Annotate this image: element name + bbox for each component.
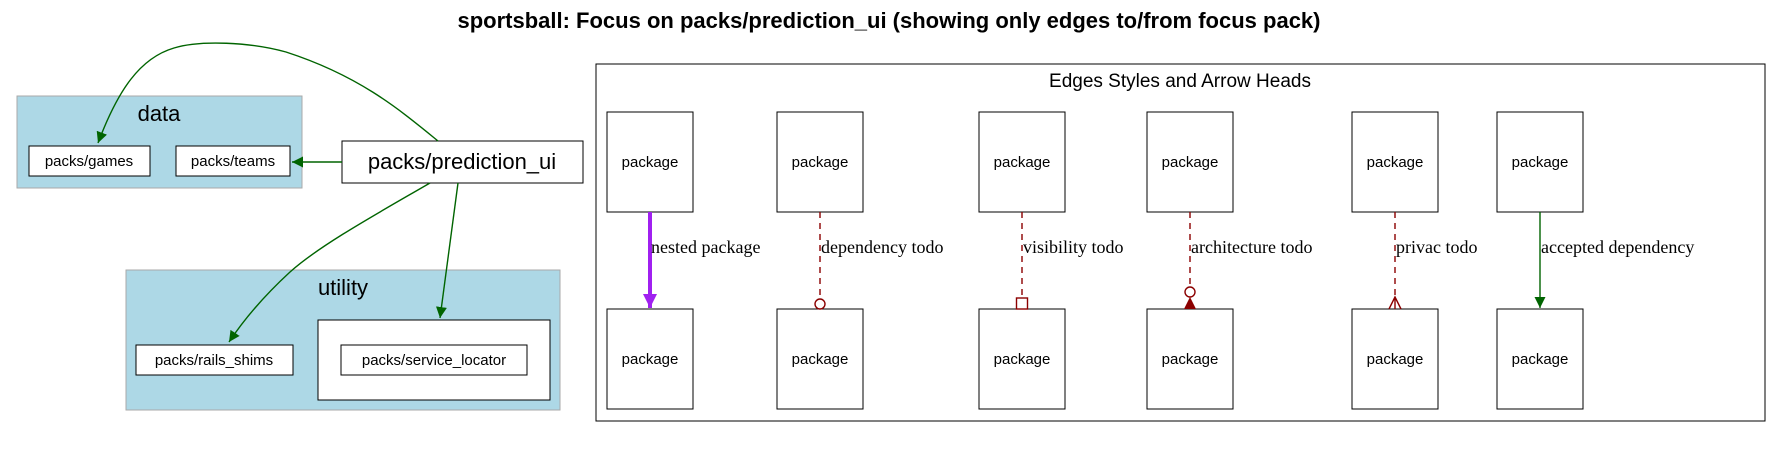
legend-node-top-4: package	[1146, 111, 1234, 213]
legend-cluster: Edges Styles and Arrow Heads	[595, 63, 1766, 422]
legend-node-bottom-2: package	[776, 308, 864, 410]
legend-node-bottom-3-label: package	[994, 351, 1051, 368]
odot-arrowhead-icon	[1184, 286, 1196, 298]
node-packs-prediction-ui[interactable]: packs/prediction_ui	[341, 140, 584, 184]
legend-node-bottom-4: package	[1146, 308, 1234, 410]
legend-node-bottom-4-label: package	[1162, 351, 1219, 368]
legend-edge-5: privac todo	[1388, 212, 1477, 310]
obox-arrowhead-icon	[1015, 297, 1029, 310]
legend-node-bottom-2-label: package	[792, 351, 849, 368]
normal-arrowhead-icon	[1184, 297, 1196, 309]
diagram-title: sportsball: Focus on packs/prediction_ui…	[457, 8, 1320, 33]
legend-edge-6-label: accepted dependency	[1541, 237, 1694, 257]
legend-node-bottom-5-label: package	[1367, 351, 1424, 368]
legend-edge-3: visibility todo	[1015, 212, 1124, 310]
legend-node-top-2-label: package	[792, 154, 849, 171]
legend-edge-1: nested package	[643, 212, 760, 308]
legend-node-top-5: package	[1351, 111, 1439, 213]
node-packs-teams[interactable]: packs/teams	[175, 145, 291, 177]
legend-edge-1-label: nested package	[651, 237, 760, 257]
legend-node-top-5-label: package	[1367, 154, 1424, 171]
node-packs-teams-label: packs/teams	[191, 153, 275, 170]
legend-node-bottom-6: package	[1496, 308, 1584, 410]
edge-prediction-ui-to-service-locator	[436, 182, 459, 319]
edge-prediction-ui-to-games	[96, 42, 439, 144]
legend-edge-2-label: dependency todo	[821, 237, 943, 257]
legend-node-top-3-label: package	[994, 154, 1051, 171]
legend-items: package package nested package package packa…	[606, 111, 1694, 410]
cluster-utility-label: utility	[318, 275, 368, 300]
legend-node-top-1: package	[606, 111, 694, 213]
legend-node-top-4-label: package	[1162, 154, 1219, 171]
node-packs-service-locator-label: packs/service_locator	[362, 352, 506, 369]
node-packs-service-locator[interactable]: packs/service_locator	[340, 344, 528, 376]
cluster-data-label: data	[138, 101, 182, 126]
legend-node-top-3: package	[978, 111, 1066, 213]
node-packs-games[interactable]: packs/games	[28, 145, 151, 177]
legend-node-top-6: package	[1496, 111, 1584, 213]
legend-node-bottom-5: package	[1351, 308, 1439, 410]
legend-node-bottom-1-label: package	[622, 351, 679, 368]
node-packs-rails-shims-label: packs/rails_shims	[155, 352, 273, 369]
legend-edge-4-label: architecture todo	[1191, 237, 1312, 257]
legend-node-bottom-3: package	[978, 308, 1066, 410]
node-packs-rails-shims[interactable]: packs/rails_shims	[135, 344, 294, 376]
odot-arrowhead-icon	[814, 298, 826, 310]
legend-title: Edges Styles and Arrow Heads	[1049, 71, 1311, 92]
legend-node-top-6-label: package	[1512, 154, 1569, 171]
legend-node-top-1-label: package	[622, 154, 679, 171]
legend-edge-3-label: visibility todo	[1023, 237, 1124, 257]
legend-edge-5-label: privac todo	[1396, 237, 1477, 257]
node-packs-games-label: packs/games	[45, 153, 133, 170]
legend-edge-4: architecture todo	[1184, 212, 1312, 309]
legend-node-bottom-1: package	[606, 308, 694, 410]
legend-node-bottom-6-label: package	[1512, 351, 1569, 368]
node-packs-prediction-ui-label: packs/prediction_ui	[368, 149, 556, 174]
legend-node-top-2: package	[776, 111, 864, 213]
crow-arrowhead-icon	[1388, 295, 1402, 310]
legend-edge-2: dependency todo	[814, 212, 943, 310]
legend-edge-6: accepted dependency	[1534, 212, 1694, 308]
edge-prediction-ui-to-rails-shims	[228, 182, 431, 343]
